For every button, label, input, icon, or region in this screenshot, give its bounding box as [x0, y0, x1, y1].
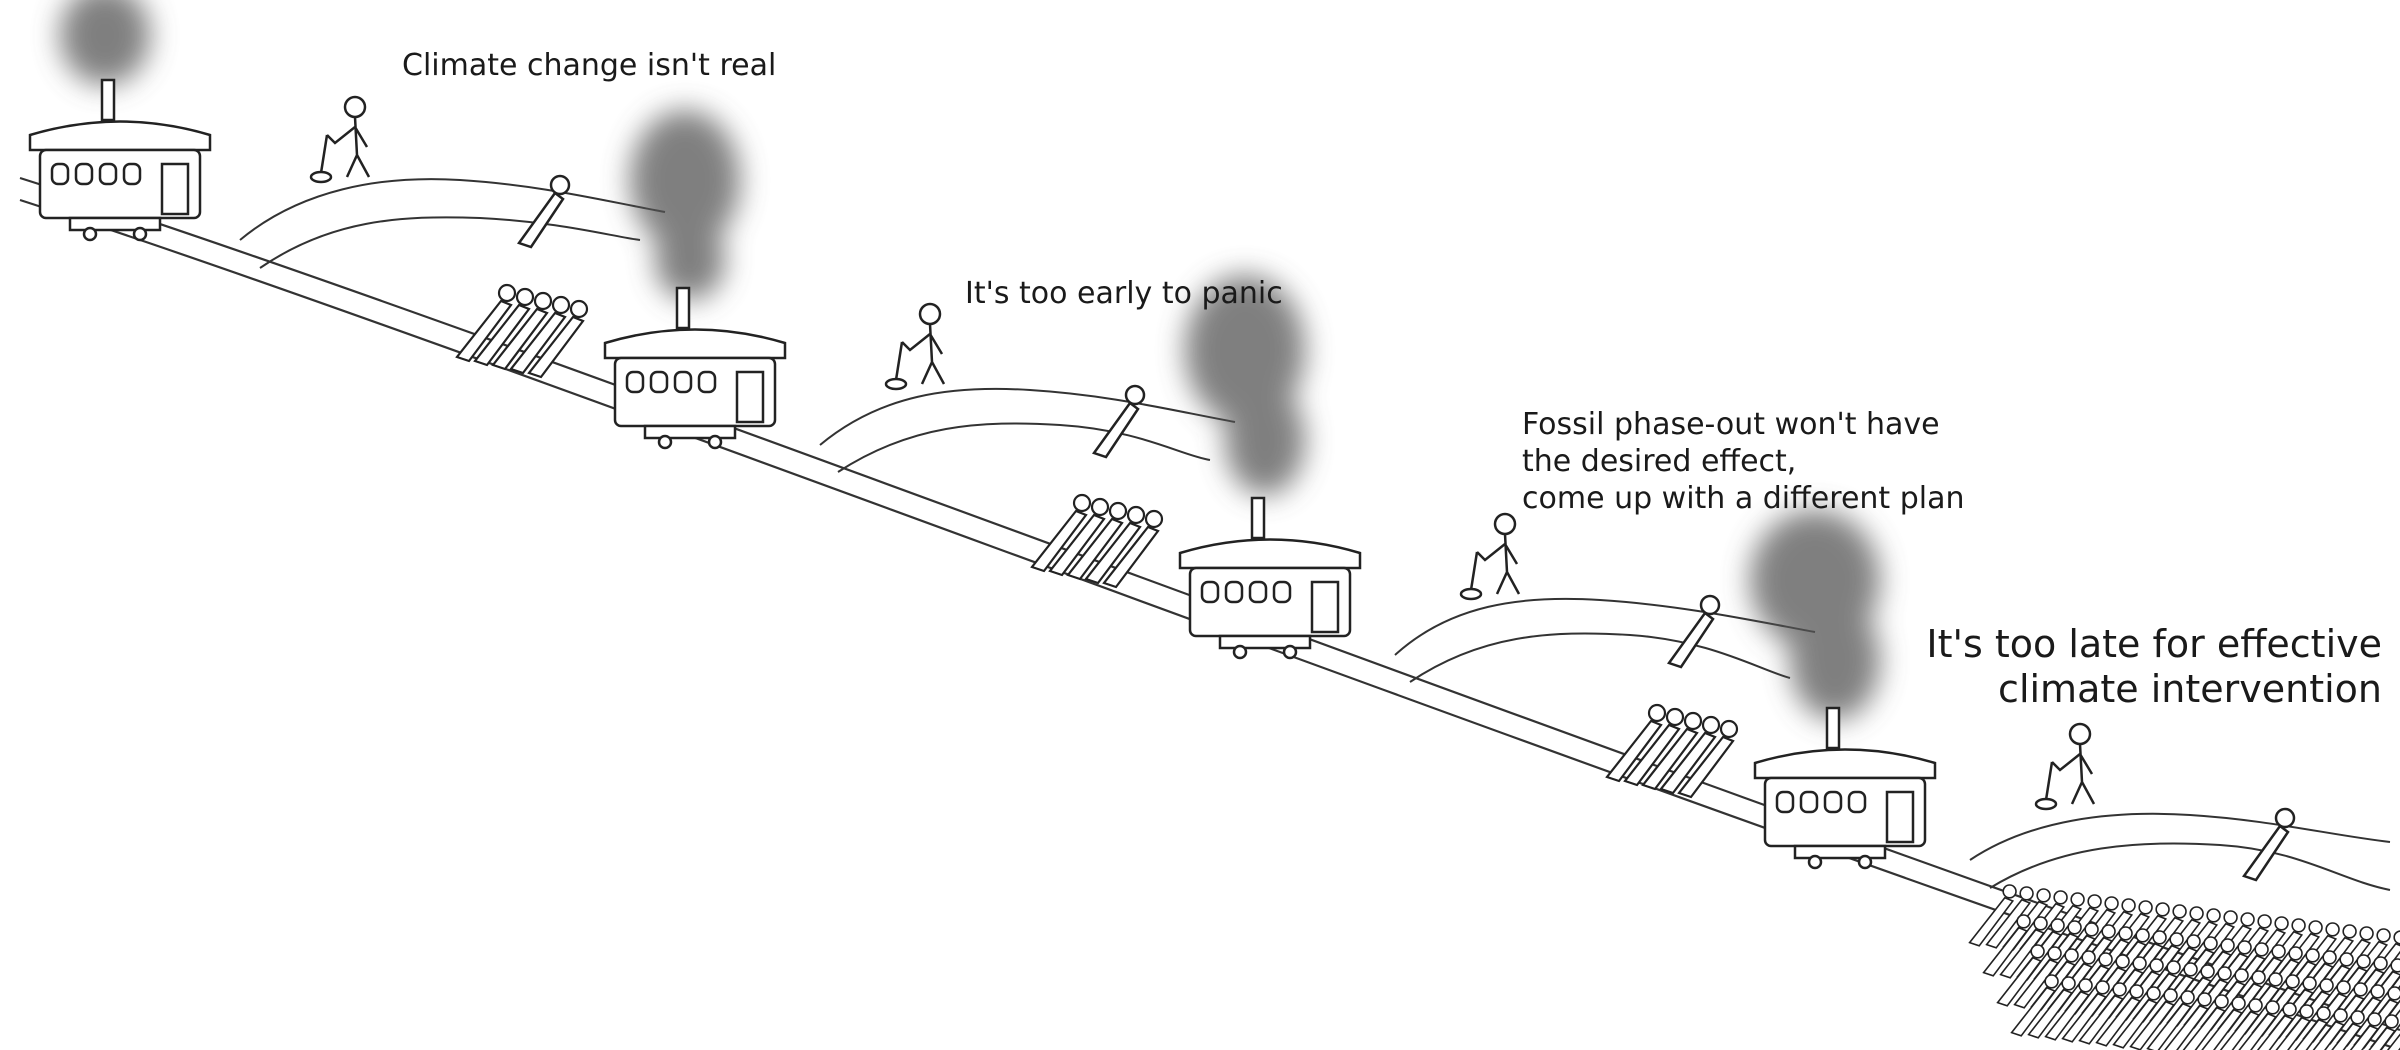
crowd-person — [1982, 914, 2031, 977]
crowd-person — [2112, 986, 2161, 1049]
crowd-person — [2275, 1004, 2314, 1050]
trolley-3 — [1178, 496, 1362, 660]
trolley-4 — [1753, 706, 1937, 870]
crowd-person — [2010, 974, 2059, 1037]
lever-operator-2 — [884, 302, 946, 391]
large-crowd — [1968, 884, 2400, 1050]
crowd-person — [1968, 884, 2017, 947]
crowd-person — [2386, 1033, 2400, 1050]
caption-climate-change-isnt-real: Climate change isn't real — [402, 48, 777, 83]
tied-group-1 — [455, 283, 589, 379]
crowd-person — [2146, 990, 2195, 1050]
single-tied-person-3 — [1666, 594, 1721, 669]
crowd-person — [2201, 996, 2246, 1050]
tied-group-2 — [1030, 493, 1164, 589]
crowd-person — [1996, 944, 2045, 1007]
crowd-person — [2331, 1010, 2365, 1050]
branch-tracks — [239, 178, 2391, 891]
lever-operator-4 — [2034, 722, 2096, 811]
crowd-person — [2061, 980, 2110, 1043]
caption-too-early-to-panic: It's too early to panic — [965, 276, 1283, 311]
single-tied-person-2 — [1091, 384, 1146, 459]
trolley-2 — [603, 286, 787, 450]
crowd-person — [2238, 1000, 2280, 1050]
crowd-person — [2013, 946, 2062, 1009]
crowd-person — [2129, 988, 2178, 1050]
tied-group-3 — [1605, 703, 1739, 799]
crowd-person — [1985, 886, 2034, 949]
single-tied-person-4 — [2241, 807, 2296, 882]
crowd-person — [1999, 916, 2048, 979]
crowd-person — [2256, 1002, 2297, 1050]
crowd-person — [2182, 994, 2229, 1050]
crowd-person — [2349, 1012, 2382, 1050]
crowd-person — [2044, 978, 2093, 1041]
trolley-1 — [28, 78, 212, 242]
lever-operator-1 — [309, 95, 371, 184]
caption-fossil-phase-out: Fossil phase-out won't have the desired … — [1522, 407, 1965, 516]
crowd-person — [2027, 976, 2076, 1039]
crowd-person — [2078, 982, 2127, 1045]
crowd-person — [2219, 998, 2263, 1050]
smoke-plumes — [60, 0, 1880, 720]
lever-operator-3 — [1459, 512, 1521, 601]
crowd-person — [2164, 992, 2212, 1050]
crowd-person — [2368, 1014, 2399, 1050]
crowd-person — [2312, 1008, 2348, 1050]
crowd-person — [2095, 984, 2144, 1047]
caption-too-late: It's too late for effective climate inte… — [1926, 622, 2382, 711]
single-tied-person-1 — [516, 174, 571, 249]
